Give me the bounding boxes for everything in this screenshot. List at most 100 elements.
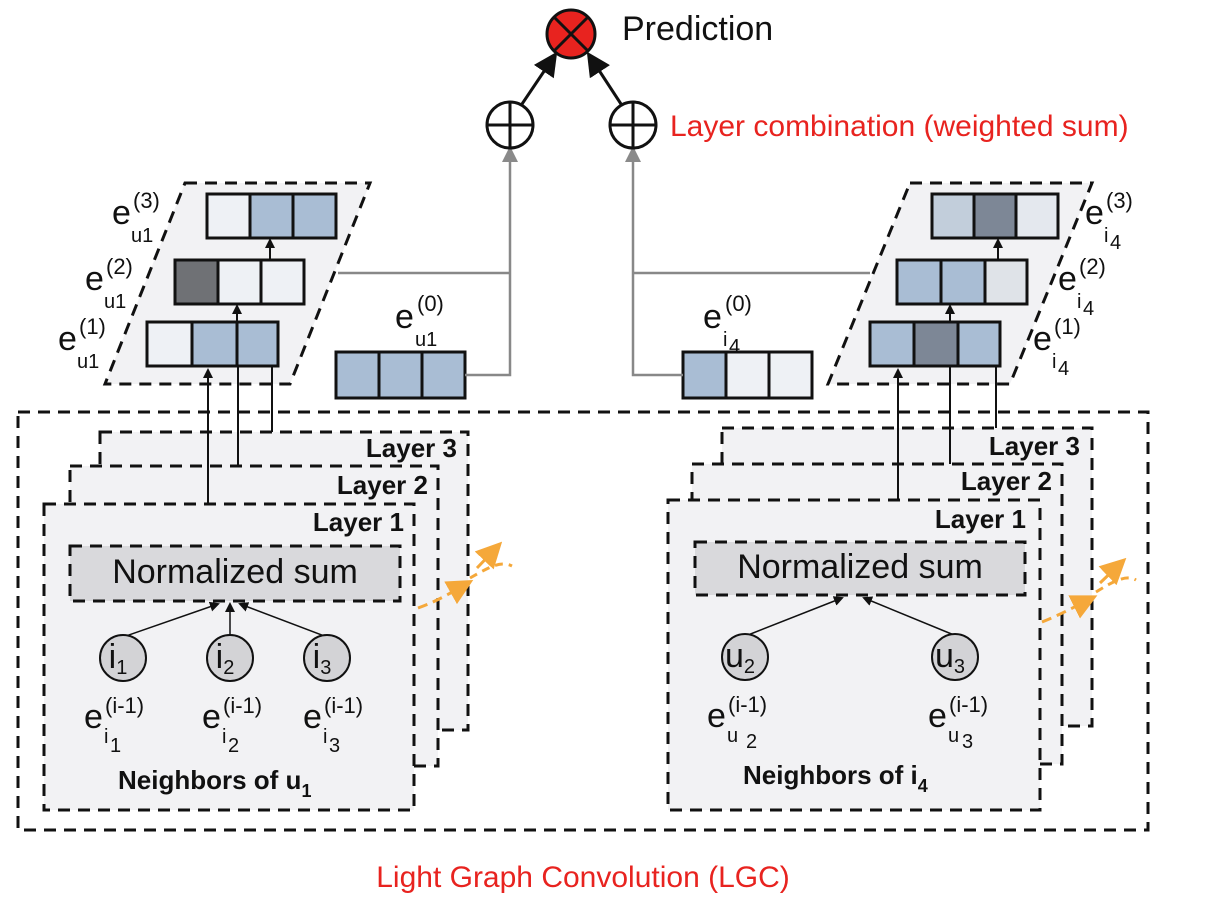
svg-text:u1: u1 (104, 291, 126, 313)
left-embedding-3-vector (205, 192, 338, 240)
svg-text:(0): (0) (417, 291, 444, 316)
svg-text:e: e (85, 260, 104, 298)
svg-text:u: u (727, 725, 738, 747)
left-neighbors-caption: Neighbors of u1 (118, 765, 311, 801)
left-node-i2 (206, 634, 254, 682)
left-normalized-sum-label: Normalized sum (112, 553, 358, 591)
lgc-frame (16, 410, 1150, 832)
svg-text:u: u (948, 725, 959, 747)
svg-text:(3): (3) (133, 188, 160, 213)
right-e0-connector (625, 146, 683, 377)
svg-text:e: e (1033, 320, 1052, 358)
right-layer1-label: Layer 1 (935, 504, 1026, 534)
left-node-embedding-3: e (i-1) i 3 (303, 693, 363, 757)
svg-text:e: e (703, 298, 722, 336)
right-orange-arrow-head (1098, 557, 1127, 586)
left-normalized-sum-box (68, 544, 402, 603)
prediction-node-icon (545, 8, 597, 60)
left-layer1-label: Layer 1 (313, 507, 404, 537)
right-combination-plus (608, 100, 658, 150)
left-node-i2-label: i2 (216, 638, 235, 679)
left-node-embedding-2: e (i-1) i 2 (202, 693, 262, 757)
svg-text:e: e (395, 298, 414, 336)
left-node-i3 (303, 634, 351, 682)
right-embedding-3-vector (930, 192, 1060, 240)
left-node-i3-label: i3 (313, 638, 332, 679)
right-node-embedding-2: e (i-1) u 3 (928, 692, 988, 753)
left-embedding-0-vector (334, 350, 467, 400)
prediction-title: Prediction (622, 10, 773, 48)
svg-text:(2): (2) (106, 254, 133, 279)
svg-text:i: i (104, 726, 108, 748)
svg-text:e: e (928, 697, 947, 735)
svg-text:4: 4 (1110, 232, 1121, 254)
svg-text:(1): (1) (79, 314, 106, 339)
right-orange-arrow-2 (1095, 576, 1137, 594)
layer-combination-label: Layer combination (weighted sum) (670, 110, 1129, 143)
svg-text:(2): (2) (1079, 254, 1106, 279)
right-neighbors-caption: Neighbors of i4 (743, 760, 928, 796)
right-normalized-sum-box (693, 540, 1027, 597)
svg-text:i: i (723, 329, 727, 351)
svg-text:i: i (1052, 351, 1056, 373)
left-embedding-3-label: e (3) u1 (112, 188, 160, 247)
svg-text:u1: u1 (415, 329, 437, 351)
right-orange-arrow-1 (1041, 595, 1098, 624)
left-orange-arrow-head (474, 541, 503, 570)
svg-text:e: e (202, 698, 221, 736)
svg-text:(i-1): (i-1) (324, 693, 363, 718)
svg-text:2: 2 (228, 735, 239, 757)
svg-text:(i-1): (i-1) (105, 693, 144, 718)
svg-text:(i-1): (i-1) (728, 692, 767, 717)
svg-text:e: e (1085, 194, 1104, 232)
right-normalized-sum-label: Normalized sum (737, 548, 983, 586)
right-embedding-1-vector (868, 320, 1002, 368)
right-embedding-0-label: e (0) i 4 (703, 291, 752, 358)
svg-text:e: e (707, 697, 726, 735)
svg-text:1: 1 (110, 735, 121, 757)
left-embedding-2-label: e (2) u1 (85, 254, 133, 313)
svg-text:u1: u1 (131, 225, 153, 247)
svg-text:4: 4 (1058, 358, 1069, 380)
left-layer3-label: Layer 3 (366, 433, 457, 463)
svg-text:u1: u1 (77, 351, 99, 373)
right-embedding-3-label: e (3) i 4 (1085, 188, 1133, 254)
left-orange-arrow-2 (469, 562, 513, 580)
left-e0-connector (465, 146, 518, 377)
right-layer2-label: Layer 2 (961, 466, 1052, 496)
svg-text:e: e (1058, 260, 1077, 298)
svg-text:e: e (303, 698, 322, 736)
right-embedding-0-vector (681, 350, 814, 400)
left-node-i1 (99, 634, 147, 682)
svg-text:i: i (1077, 291, 1081, 313)
svg-text:i: i (1104, 225, 1108, 247)
lgc-label: Light Graph Convolution (LGC) (376, 861, 790, 894)
svg-text:3: 3 (329, 735, 340, 757)
right-layer3-label: Layer 3 (989, 431, 1080, 461)
left-embedding-1-vector (145, 320, 280, 368)
left-embedding-2-vector (173, 258, 306, 306)
svg-text:(0): (0) (725, 291, 752, 316)
right-node-u2-label: u2 (725, 637, 755, 678)
svg-text:(1): (1) (1054, 314, 1081, 339)
left-layer-stack: Layer 3 Layer 2 Layer 1 Normalized sum i… (42, 430, 470, 812)
svg-text:i: i (323, 726, 327, 748)
right-layer-stack: Layer 3 Layer 2 Layer 1 Normalized sum u… (666, 426, 1094, 812)
left-orange-arrow-1 (417, 580, 474, 610)
left-combination-plus (485, 100, 535, 150)
svg-text:e: e (58, 320, 77, 358)
svg-text:e: e (84, 698, 103, 736)
right-node-u3-label: u3 (935, 637, 965, 678)
svg-text:(i-1): (i-1) (949, 692, 988, 717)
svg-text:e: e (112, 194, 131, 232)
right-node-embedding-1: e (i-1) u 2 (707, 692, 767, 753)
svg-text:(3): (3) (1106, 188, 1133, 213)
svg-text:4: 4 (729, 336, 740, 358)
svg-text:3: 3 (962, 731, 973, 753)
svg-text:2: 2 (746, 731, 757, 753)
right-node-u3 (931, 633, 979, 681)
svg-text:i: i (222, 726, 226, 748)
left-layer2-label: Layer 2 (337, 470, 428, 500)
